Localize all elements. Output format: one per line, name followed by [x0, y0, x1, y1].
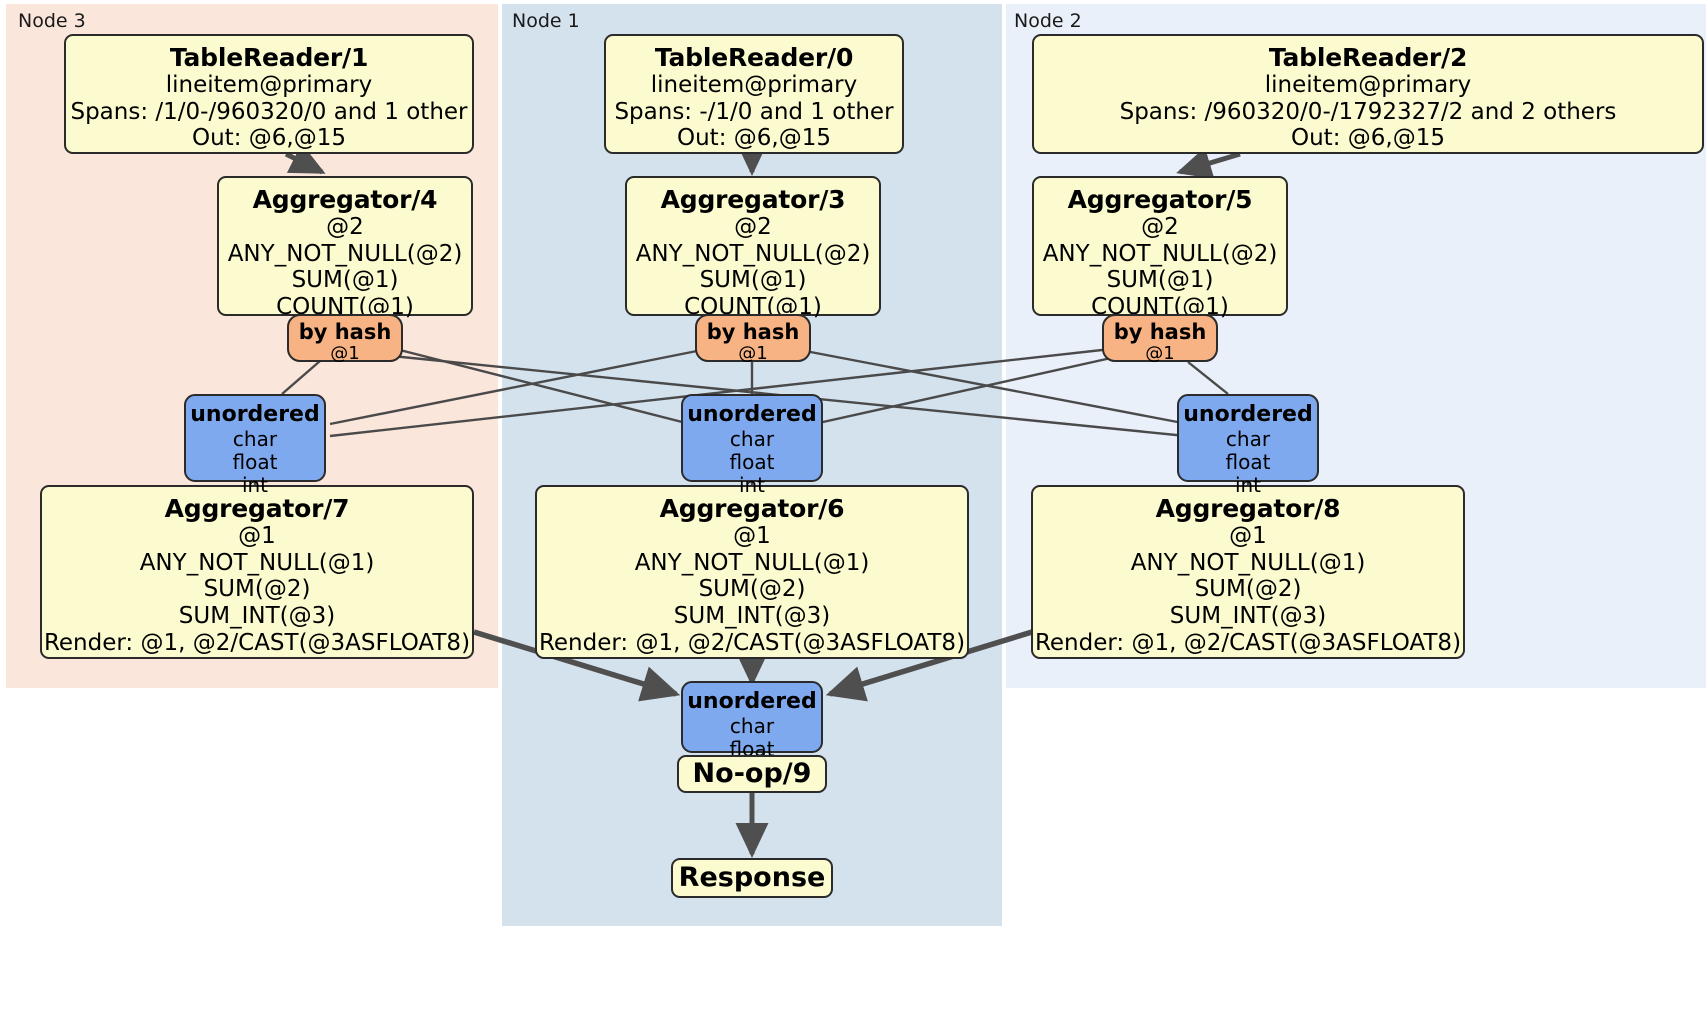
processor-agg-1: ANY_NOT_NULL(@2): [227, 240, 463, 267]
processor-no-op-9[interactable]: No-op/9: [677, 755, 827, 793]
processor-table: lineitem@primary: [650, 72, 858, 98]
processor-table-reader-0[interactable]: TableReader/0 lineitem@primary Spans: -/…: [604, 34, 904, 154]
processor-title: Aggregator/3: [660, 185, 846, 214]
processor-title: TableReader/1: [169, 43, 369, 72]
lane-label-node-2: Node 2: [1014, 10, 1082, 32]
processor-title: Aggregator/7: [164, 494, 350, 523]
processor-out: Out: @6,@15: [192, 125, 346, 152]
sync-title: unordered: [190, 402, 320, 427]
processor-agg-3: SUM_INT(@3): [1169, 603, 1327, 630]
processor-aggregator-3[interactable]: Aggregator/3 @2 ANY_NOT_NULL(@2) SUM(@1)…: [625, 176, 881, 320]
sync-unordered-node-3[interactable]: unordered char float int: [184, 394, 326, 497]
processor-aggregator-5[interactable]: Aggregator/5 @2 ANY_NOT_NULL(@2) SUM(@1)…: [1032, 176, 1288, 320]
router-key: @1: [1145, 343, 1175, 365]
processor-aggregator-7[interactable]: Aggregator/7 @1 ANY_NOT_NULL(@1) SUM(@2)…: [40, 485, 474, 659]
sync-type-1: char: [232, 426, 278, 451]
processor-title: Aggregator/4: [252, 185, 438, 214]
processor-title: Aggregator/8: [1155, 494, 1341, 523]
sync-type-2: float: [1225, 449, 1271, 474]
sync-type-3: int: [241, 472, 269, 497]
processor-table-reader-2[interactable]: TableReader/2 lineitem@primary Spans: /9…: [1032, 34, 1704, 154]
processor-agg-3: SUM_INT(@3): [673, 603, 831, 630]
sync-unordered-node-2[interactable]: unordered char float int: [1177, 394, 1319, 497]
sync-type-1: char: [1225, 426, 1271, 451]
router-key: @1: [738, 343, 768, 365]
processor-render: Render: @1, @2/CAST(@3ASFLOAT8): [538, 629, 966, 656]
sync-type-1: char: [729, 713, 775, 738]
router-key: @1: [330, 343, 360, 365]
processor-render: Render: @1, @2/CAST(@3ASFLOAT8): [1034, 629, 1462, 656]
processor-out: Out: @6,@15: [1291, 125, 1445, 152]
processor-agg-2: SUM(@1): [1106, 267, 1214, 294]
router-title: by hash: [706, 320, 800, 344]
processor-table-reader-1[interactable]: TableReader/1 lineitem@primary Spans: /1…: [64, 34, 474, 154]
processor-agg-3: SUM_INT(@3): [178, 603, 336, 630]
processor-agg-1: ANY_NOT_NULL(@2): [1042, 240, 1278, 267]
processor-aggregator-4[interactable]: Aggregator/4 @2 ANY_NOT_NULL(@2) SUM(@1)…: [217, 176, 473, 320]
sync-title: unordered: [687, 689, 817, 714]
processor-spans: Spans: /960320/0-/1792327/2 and 2 others: [1119, 98, 1617, 125]
processor-title: Aggregator/5: [1067, 185, 1253, 214]
processor-agg-1: ANY_NOT_NULL(@1): [634, 549, 870, 576]
router-title: by hash: [298, 320, 392, 344]
response-title: Response: [678, 862, 826, 894]
processor-group-col: @2: [326, 214, 364, 240]
sync-type-1: char: [729, 426, 775, 451]
node-response[interactable]: Response: [671, 858, 833, 898]
processor-table: lineitem@primary: [1264, 72, 1472, 98]
processor-spans: Spans: -/1/0 and 1 other: [614, 98, 894, 125]
processor-agg-2: SUM(@1): [699, 267, 807, 294]
router-by-hash-node-1[interactable]: by hash @1: [695, 314, 811, 365]
processor-group-col: @1: [733, 523, 771, 549]
processor-render: Render: @1, @2/CAST(@3ASFLOAT8): [43, 629, 471, 656]
sync-type-3: int: [1234, 472, 1262, 497]
sync-title: unordered: [1183, 402, 1313, 427]
processor-agg-2: SUM(@2): [1194, 576, 1302, 603]
processor-group-col: @2: [734, 214, 772, 240]
processor-agg-1: ANY_NOT_NULL(@1): [1130, 549, 1366, 576]
sync-type-2: float: [729, 449, 775, 474]
sync-unordered-final[interactable]: unordered char float: [681, 681, 823, 760]
processor-aggregator-6[interactable]: Aggregator/6 @1 ANY_NOT_NULL(@1) SUM(@2)…: [535, 485, 969, 659]
sync-type-3: int: [738, 472, 766, 497]
processor-group-col: @2: [1141, 214, 1179, 240]
lane-label-node-1: Node 1: [512, 10, 580, 32]
processor-title: TableReader/0: [654, 43, 854, 72]
sync-title: unordered: [687, 402, 817, 427]
processor-group-col: @1: [238, 523, 276, 549]
processor-aggregator-8[interactable]: Aggregator/8 @1 ANY_NOT_NULL(@1) SUM(@2)…: [1031, 485, 1465, 659]
lane-label-node-3: Node 3: [18, 10, 86, 32]
processor-title: TableReader/2: [1268, 43, 1468, 72]
sync-unordered-node-1[interactable]: unordered char float int: [681, 394, 823, 497]
router-by-hash-node-2[interactable]: by hash @1: [1102, 314, 1218, 365]
processor-spans: Spans: /1/0-/960320/0 and 1 other: [70, 98, 468, 125]
processor-agg-2: SUM(@1): [291, 267, 399, 294]
sync-type-2: float: [232, 449, 278, 474]
processor-table: lineitem@primary: [165, 72, 373, 98]
processor-agg-2: SUM(@2): [203, 576, 311, 603]
processor-agg-1: ANY_NOT_NULL(@1): [139, 549, 375, 576]
sync-type-2: float: [729, 736, 775, 761]
processor-agg-1: ANY_NOT_NULL(@2): [635, 240, 871, 267]
processor-out: Out: @6,@15: [677, 125, 831, 152]
processor-group-col: @1: [1229, 523, 1267, 549]
processor-title: Aggregator/6: [659, 494, 845, 523]
router-by-hash-node-3[interactable]: by hash @1: [287, 314, 403, 365]
processor-title: No-op/9: [692, 758, 812, 790]
router-title: by hash: [1113, 320, 1207, 344]
processor-agg-2: SUM(@2): [698, 576, 806, 603]
